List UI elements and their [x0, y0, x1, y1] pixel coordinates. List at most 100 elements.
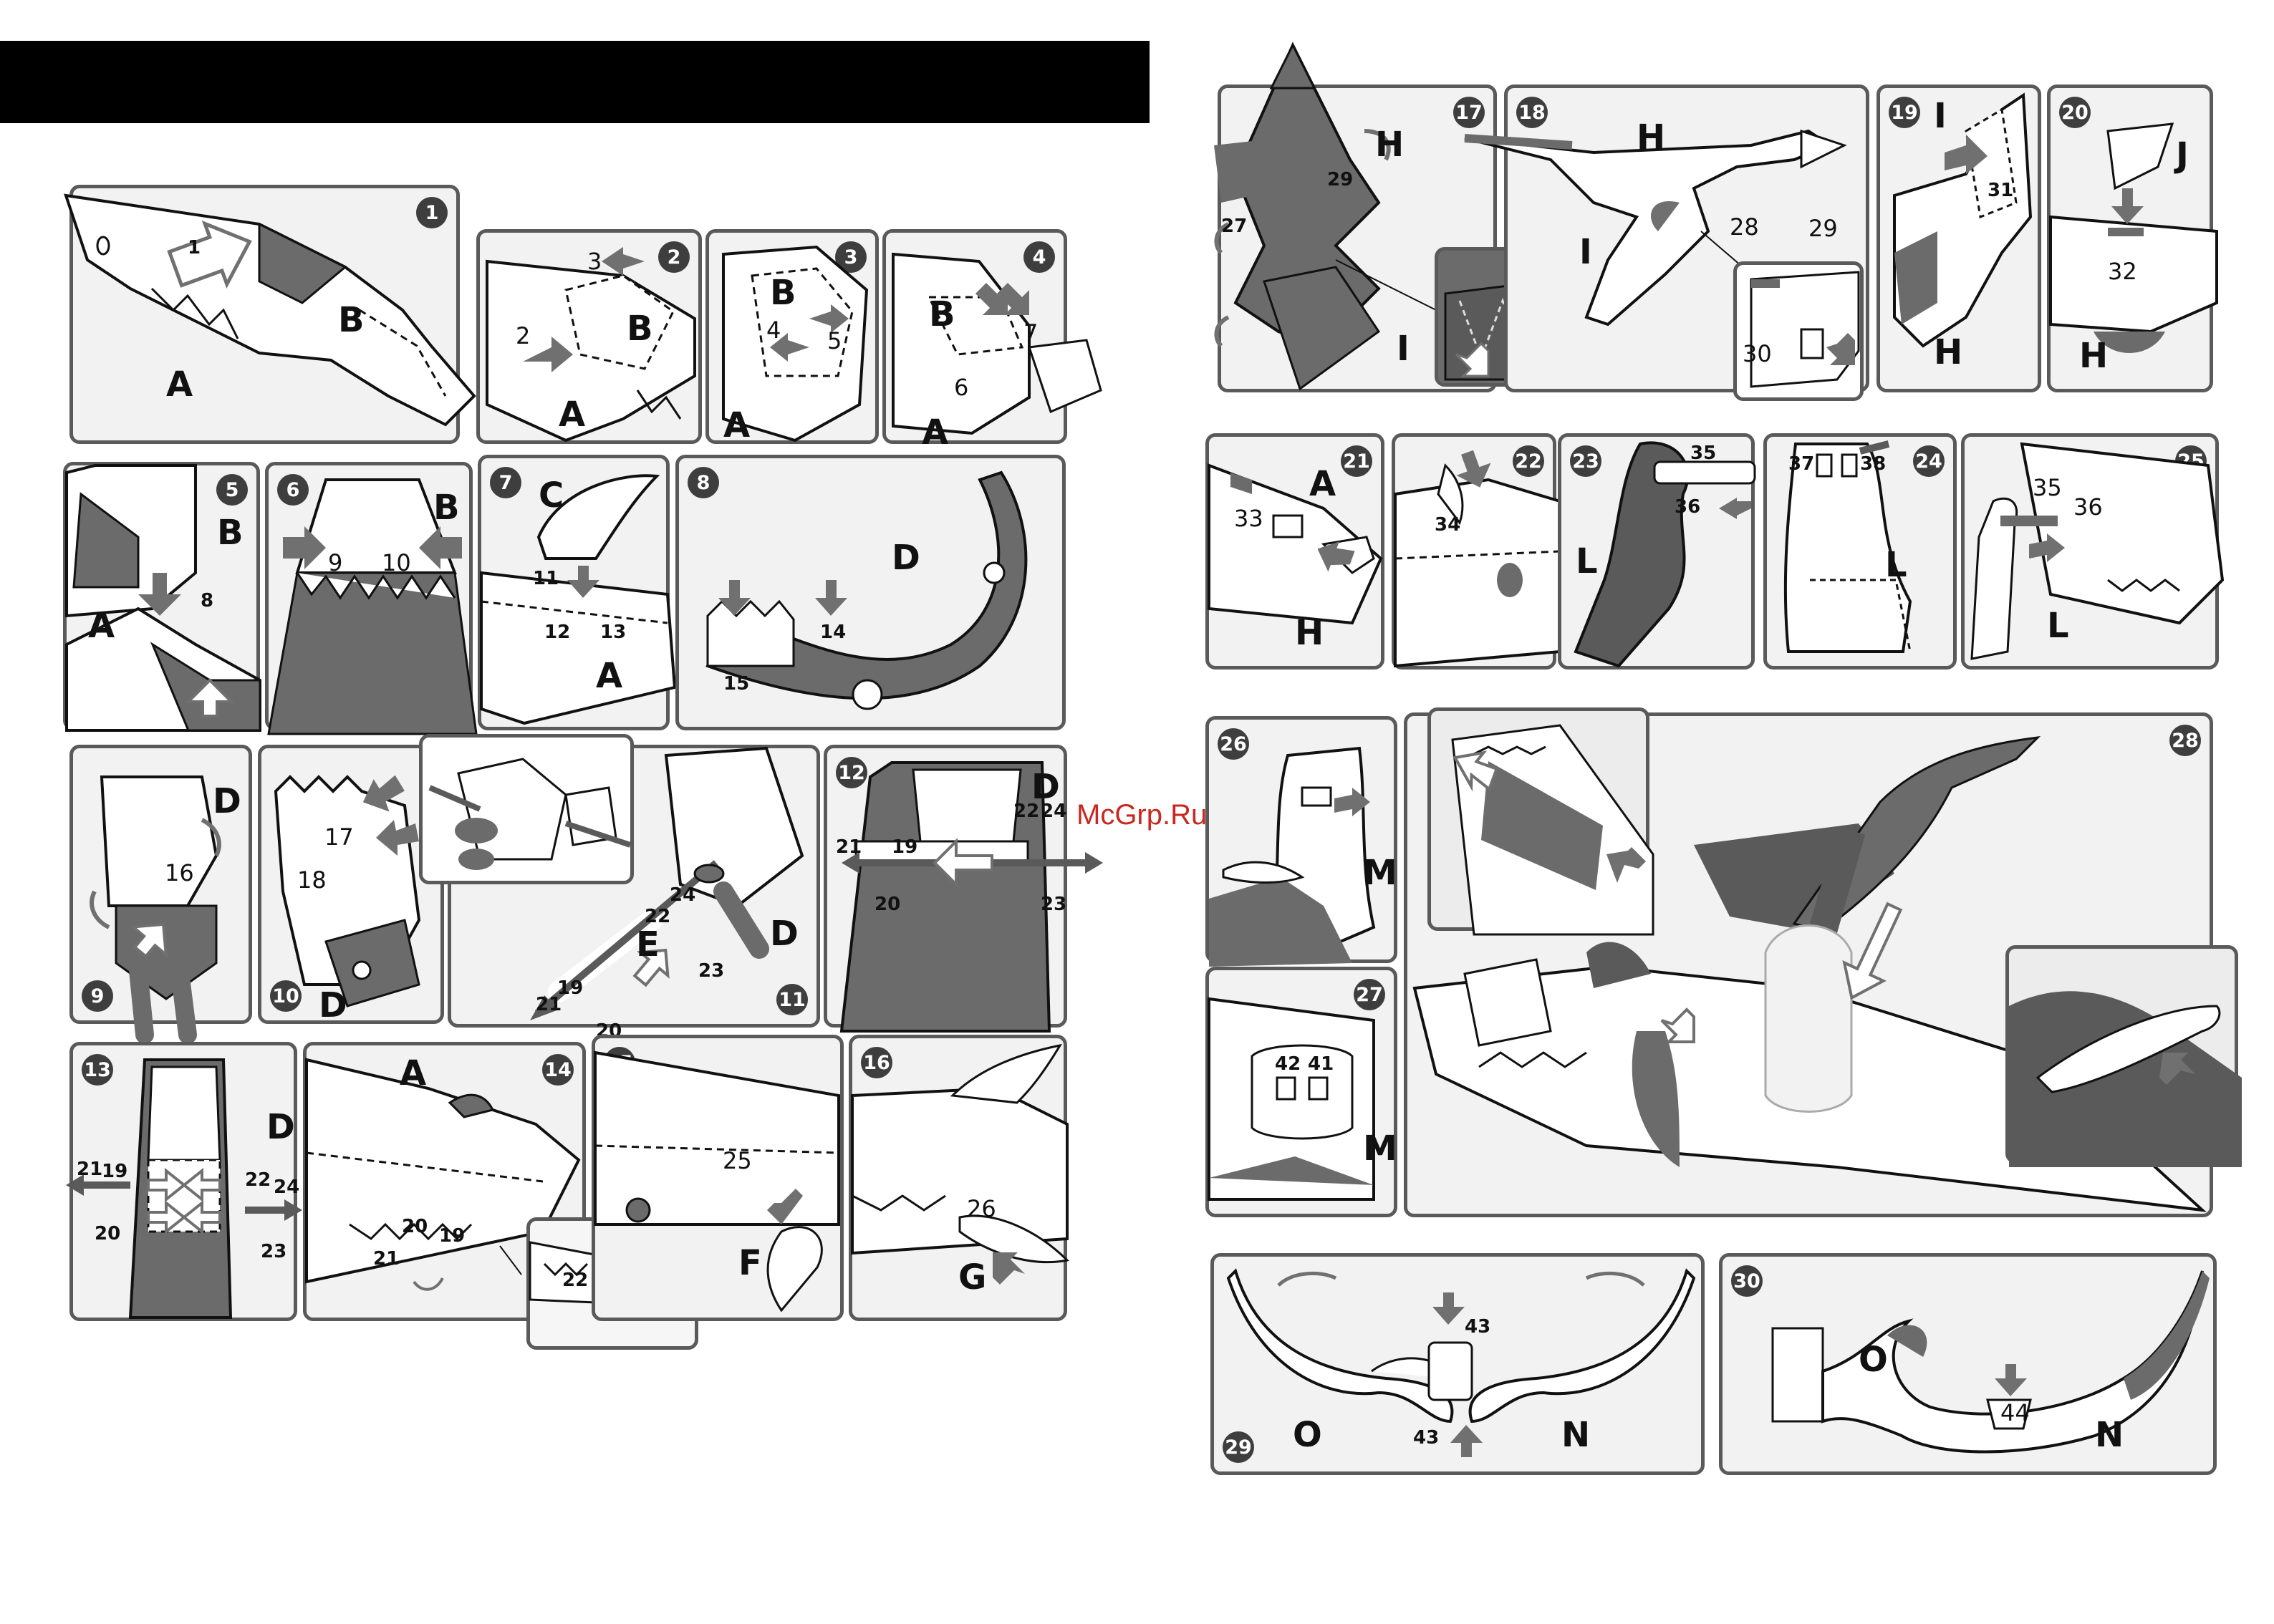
step-19-illustration — [1893, 92, 2033, 348]
step-4-badge: 4 — [1023, 241, 1055, 273]
step-22-illustration — [1394, 450, 1561, 668]
step-2-num-3: 3 — [587, 248, 602, 275]
step-22-badge: 22 — [1513, 445, 1544, 477]
step-15-num-25: 25 — [723, 1147, 752, 1174]
step-3-panel: 3 4 5 A B — [705, 229, 879, 444]
step-17-badge: 17 — [1453, 97, 1485, 128]
step-3-part-b: B — [770, 273, 796, 313]
step-29-panel: 29 43 43 O N — [1210, 1253, 1705, 1475]
step-11-num-24: 24 — [670, 884, 696, 906]
step-11-part-e: E — [636, 924, 660, 965]
step-13-num-21: 21 — [77, 1159, 103, 1180]
step-4-num-6: 6 — [954, 374, 969, 401]
step-7-num-13: 13 — [600, 622, 627, 643]
step-3-part-a: A — [723, 405, 751, 445]
step-17-part-h: H — [1375, 125, 1405, 165]
step-18-detail-illustration — [1750, 271, 1860, 388]
step-18-part-h: H — [1637, 117, 1666, 158]
step-6-num-10: 10 — [382, 549, 411, 576]
step-28-detail-inset-left — [1427, 707, 1654, 936]
step-8-num-15: 15 — [723, 673, 750, 695]
step-20-badge: 20 — [2059, 97, 2091, 128]
step-1-illustration — [64, 193, 476, 427]
step-18-detail-inset: 30 — [1733, 261, 1864, 401]
step-6-part-b: B — [433, 488, 460, 528]
step-23-num-35: 35 — [1690, 443, 1717, 464]
step-13-illustration — [66, 1058, 302, 1319]
detail-inset-illustration — [428, 758, 632, 870]
step-15-part-f: F — [738, 1243, 762, 1283]
step-19-num-31: 31 — [1988, 180, 2014, 201]
step-20-illustration — [2049, 122, 2218, 353]
step-19-part-i: I — [1934, 96, 1947, 136]
step-18-part-i: I — [1579, 232, 1592, 272]
step-9-part-d: D — [213, 781, 241, 821]
step-14-badge: 14 — [542, 1054, 574, 1086]
step-23-panel: 23 35 36 L — [1558, 433, 1756, 670]
step-17-illustration — [1214, 42, 1451, 391]
step-13-part-d: D — [266, 1107, 295, 1147]
step-21-panel: 21 A 33 H — [1205, 433, 1384, 670]
step-21-part-a: A — [1309, 464, 1336, 504]
step-24-badge: 24 — [1913, 445, 1945, 477]
step-23-num-36: 36 — [1675, 496, 1701, 518]
step-19-part-h: H — [1934, 332, 1963, 372]
step-19-panel: 19 I 31 H — [1876, 84, 2041, 392]
step-15-illustration — [594, 1050, 840, 1313]
step-10-11-detail-inset — [419, 734, 634, 884]
step-4-illustration — [892, 252, 1102, 435]
step-18-badge: 18 — [1516, 97, 1548, 128]
step-30-panel: 30 O 44 N — [1719, 1253, 2217, 1475]
step-24-num-38: 38 — [1860, 453, 1887, 475]
step-11-num-19: 19 — [557, 977, 584, 999]
step-27-num-41: 41 — [1308, 1053, 1334, 1075]
step-28-right-inset-illustration — [2009, 991, 2242, 1167]
step-26-panel: 26 M — [1205, 716, 1397, 967]
step-25-illustration — [1970, 442, 2225, 660]
step-1-panel: 1 1 A B — [64, 185, 476, 444]
step-10-panel: 10 17 18 D — [258, 745, 444, 1024]
step-14-num-22: 22 — [562, 1270, 589, 1291]
step-18-num-29: 29 — [1808, 215, 1838, 242]
step-10-part-d: D — [319, 985, 347, 1025]
step-29-part-n: N — [1561, 1415, 1591, 1455]
step-23-part-l: L — [1576, 541, 1598, 581]
step-8-part-d: D — [892, 538, 920, 578]
step-7-num-11: 11 — [533, 568, 559, 589]
step-26-illustration — [1209, 746, 1376, 967]
step-21-part-h: H — [1295, 613, 1324, 653]
step-12-num-21: 21 — [836, 836, 862, 858]
step-7-num-12: 12 — [544, 622, 571, 643]
step-12-part-d: D — [1031, 767, 1060, 807]
step-13-num-19: 19 — [102, 1161, 128, 1182]
step-12-num-20: 20 — [875, 894, 901, 915]
watermark-text: McGrp.Ru — [1076, 799, 1208, 831]
step-12-num-22: 22 — [1013, 801, 1040, 822]
step-9-badge: 9 — [82, 980, 113, 1012]
step-13-num-22: 22 — [245, 1169, 271, 1191]
step-12-num-24: 24 — [1041, 801, 1067, 822]
step-25-part-l: L — [2047, 606, 2069, 646]
step-3-num-4: 4 — [766, 316, 781, 344]
step-23-illustration — [1574, 441, 1756, 668]
step-20-part-j: J — [2176, 135, 2189, 175]
step-21-badge: 21 — [1341, 445, 1372, 477]
step-14-num-20: 20 — [402, 1216, 428, 1237]
step-10-num-17: 17 — [324, 823, 354, 851]
step-8-panel: 8 14 15 D — [675, 455, 1066, 730]
step-4-part-b: B — [929, 294, 955, 334]
step-8-badge: 8 — [688, 467, 719, 498]
step-21-num-33: 33 — [1234, 505, 1263, 532]
step-3-illustration — [722, 245, 869, 443]
step-11-num-23: 23 — [698, 960, 725, 982]
step-16-panel: 16 26 G — [849, 1035, 1070, 1321]
step-28-badge: 28 — [2169, 725, 2201, 756]
step-27-part-m: M — [1363, 1128, 1397, 1169]
step-18-num-30: 30 — [1743, 340, 1772, 367]
step-11-num-21: 21 — [536, 994, 562, 1015]
step-13-num-23: 23 — [261, 1241, 287, 1262]
step-10-illustration — [274, 775, 421, 1007]
step-13-num-24: 24 — [274, 1176, 300, 1198]
step-2-illustration — [486, 247, 696, 443]
step-27-badge: 27 — [1354, 979, 1385, 1010]
